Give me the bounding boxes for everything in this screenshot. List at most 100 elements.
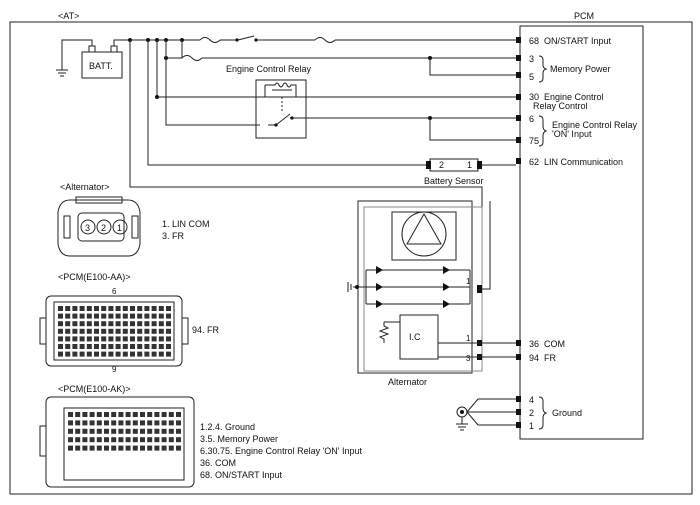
connector-pin <box>101 328 107 334</box>
pcm-aa-legend: 94. FR <box>192 325 220 335</box>
connector-pin <box>132 437 138 443</box>
connector-pin <box>79 351 85 357</box>
pcm-aa-mark-6: 6 <box>112 287 117 296</box>
connector-pin <box>65 336 71 342</box>
connector-pin <box>89 412 95 417</box>
connector-pin <box>68 437 73 443</box>
connector-pin <box>72 328 78 334</box>
alt-connector-pin-3 <box>80 219 96 235</box>
connector-pin <box>101 336 107 342</box>
connector-pin <box>111 437 117 443</box>
svg-text:1: 1 <box>117 223 122 233</box>
connector-pin <box>104 420 109 426</box>
connector-pin <box>68 428 73 434</box>
connector-pin <box>86 313 92 319</box>
connector-pin <box>122 336 128 342</box>
connector-pin <box>108 306 114 311</box>
connector-pin <box>125 437 131 443</box>
alternator-shadow <box>363 206 483 372</box>
battery-sensor-pin-1: 1 <box>467 160 472 170</box>
connector-pin <box>154 420 160 426</box>
connector-pin <box>154 437 160 443</box>
connector-pin <box>125 428 131 434</box>
pcm-pin-94-num: 94 <box>529 353 539 363</box>
relay-label: Engine Control Relay <box>226 64 312 74</box>
connector-pin <box>118 437 124 443</box>
connector-pin <box>166 336 171 342</box>
connector-pin <box>130 313 135 319</box>
connector-pin <box>151 328 157 334</box>
connector-pin <box>86 321 92 327</box>
connector-pin <box>108 336 114 342</box>
battery-neg-terminal <box>88 45 96 53</box>
connector-pin <box>144 306 150 311</box>
connector-pin <box>118 428 124 434</box>
connector-pin <box>132 412 138 417</box>
connector-pin <box>79 313 85 319</box>
alt-legend-2: 3. FR <box>162 231 185 241</box>
pcm-pin-62-num: 62 <box>529 157 539 167</box>
pcm-pin-5-num: 5 <box>529 72 534 82</box>
connector-pin <box>86 328 92 334</box>
alt-connector-pin-1 <box>112 219 128 235</box>
connector-pin <box>151 313 157 319</box>
connector-pin <box>125 420 131 426</box>
battery-pos-wire <box>113 39 130 46</box>
pcm-pin-36-num: 36 <box>529 339 539 349</box>
wire-relay-feed <box>165 58 260 126</box>
connector-pin <box>147 445 153 451</box>
alt-legend-1: 1. LIN COM <box>162 219 210 229</box>
connector-pin <box>104 428 109 434</box>
connector-pin <box>79 336 85 342</box>
connector-pin <box>130 306 135 311</box>
connector-pin <box>137 344 143 349</box>
pcm-title: PCM <box>574 11 594 21</box>
connector-pin <box>111 428 117 434</box>
connector-pin <box>65 328 71 334</box>
connector-pin <box>104 412 109 417</box>
alt-pin-3: 3 <box>466 354 471 363</box>
connector-pin <box>96 445 102 451</box>
connector-pin <box>111 420 117 426</box>
connector-pin <box>89 445 95 451</box>
connector-pin <box>89 437 95 443</box>
connector-pin <box>158 328 164 334</box>
connector-pin <box>158 306 164 311</box>
connector-pin <box>79 344 85 349</box>
connector-pin <box>158 313 164 319</box>
ic-label: I.C <box>409 332 421 342</box>
connector-pin <box>151 344 157 349</box>
connector-pin <box>140 437 145 443</box>
connector-pin <box>118 412 124 417</box>
connector-pin <box>101 351 107 357</box>
ecr-on-label-2: 'ON' Input <box>552 129 592 139</box>
connector-pin <box>130 328 135 334</box>
connector-pin <box>68 445 73 451</box>
connector-pin <box>104 445 109 451</box>
memory-power-label: Memory Power <box>550 64 611 74</box>
connector-pin <box>79 321 85 327</box>
connector-pin <box>122 321 128 327</box>
connector-pin <box>144 321 150 327</box>
connector-pin <box>130 321 135 327</box>
ecr-on-label-1: Engine Control Relay <box>552 120 638 130</box>
connector-pin <box>75 420 81 426</box>
connector-pin <box>58 328 63 334</box>
connector-pin <box>147 412 153 417</box>
connector-pin <box>82 412 88 417</box>
at-label: <AT> <box>58 11 79 21</box>
connector-pin <box>161 437 167 443</box>
connector-pin <box>176 437 181 443</box>
pcm-pin-2-num: 2 <box>529 408 534 418</box>
connector-pin <box>108 321 114 327</box>
connector-pin <box>130 351 135 357</box>
connector-pin <box>94 336 99 342</box>
connector-pin <box>168 428 174 434</box>
connector-pin <box>151 336 157 342</box>
connector-pin <box>82 428 88 434</box>
connector-pin <box>154 445 160 451</box>
connector-pin <box>176 445 181 451</box>
pcm-pin-30-label: Engine Control <box>544 92 604 102</box>
